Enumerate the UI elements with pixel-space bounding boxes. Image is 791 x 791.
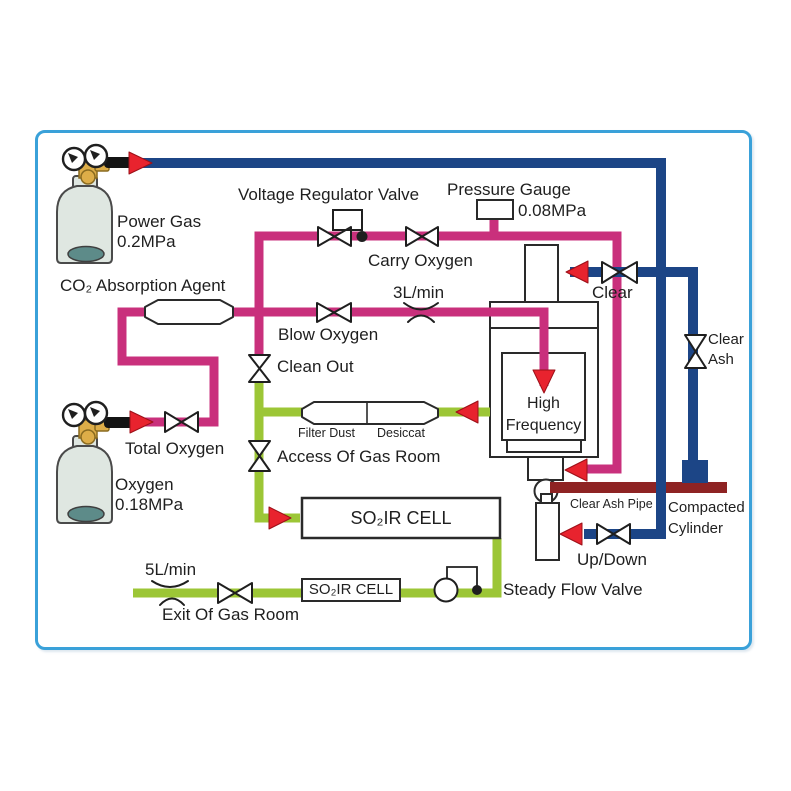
steady-flow-valve-icon bbox=[433, 566, 482, 603]
furnace-foot bbox=[506, 439, 582, 453]
flow-arrow-furnace-down-icon bbox=[532, 369, 556, 394]
label-compacted: Compacted bbox=[668, 499, 745, 516]
label-carry-oxygen: Carry Oxygen bbox=[368, 251, 473, 270]
label-high-frequency-1: High bbox=[527, 395, 560, 412]
label-flow-5l: 5L/min bbox=[145, 560, 197, 579]
voltage-regulator-valve-icon bbox=[317, 226, 352, 247]
regulator-knob bbox=[80, 169, 96, 185]
total-oxygen-valve-icon bbox=[164, 411, 199, 433]
label-clean-out: Clean Out bbox=[277, 357, 354, 376]
so2ir-cell-small-box bbox=[301, 578, 401, 602]
label-voltage-regulator-valve: Voltage Regulator Valve bbox=[238, 185, 420, 204]
furnace-bottom-port bbox=[527, 456, 564, 481]
clear-ash-valve-icon bbox=[684, 334, 707, 369]
flow-arrow-so2ir-icon bbox=[268, 506, 292, 530]
label-pressure-gauge: Pressure Gauge bbox=[447, 180, 571, 199]
label-high-frequency-2: Frequency bbox=[505, 417, 582, 434]
updown-cylinder-body bbox=[535, 502, 560, 561]
blow-oxygen-valve-icon bbox=[316, 302, 352, 323]
label-compacted-cylinder: Cylinder bbox=[668, 520, 724, 537]
clean-out-valve-icon bbox=[248, 354, 271, 383]
filter-desiccat-capsule bbox=[301, 401, 439, 425]
label-steady-flow-valve: Steady Flow Valve bbox=[503, 580, 643, 599]
pressure-gauge-box bbox=[476, 199, 514, 220]
pipe-carry-oxygen bbox=[254, 231, 622, 474]
diagram-border bbox=[35, 130, 752, 650]
co2-absorption-capsule bbox=[144, 299, 234, 325]
cylinder-base bbox=[67, 505, 105, 523]
flow-arrow-power-gas-icon bbox=[128, 151, 153, 175]
compacted-cylinder-block bbox=[682, 460, 708, 483]
updown-cylinder bbox=[535, 493, 560, 561]
so2ir-cell-main-box bbox=[300, 496, 502, 540]
power-gas-cylinder bbox=[56, 143, 135, 264]
pipe-exit-line bbox=[133, 538, 502, 598]
flow-arrow-filter-icon bbox=[455, 400, 479, 424]
cylinder-body bbox=[56, 185, 113, 264]
label-flow-3l: 3L/min bbox=[393, 283, 445, 302]
label-clear-valve: Clear bbox=[592, 283, 633, 302]
pressure-gauge-dial-icon bbox=[61, 400, 109, 428]
label-power-gas: Power Gas bbox=[117, 212, 202, 231]
label-clear-ash-2: Ash bbox=[708, 351, 734, 368]
oxygen-cylinder bbox=[56, 400, 135, 524]
label-desiccat: Desiccat bbox=[377, 426, 425, 440]
power-gas-piping bbox=[140, 158, 698, 539]
access-gas-room-valve-icon bbox=[248, 440, 271, 472]
cylinder-body bbox=[56, 445, 113, 524]
label-clear-ash-1: Clear bbox=[708, 331, 744, 348]
gas-hose bbox=[104, 157, 135, 168]
label-oxygen: Oxygen bbox=[115, 475, 174, 494]
label-pressure-gauge-value: 0.08MPa bbox=[518, 201, 587, 220]
clear-ash-pipe-line bbox=[550, 482, 727, 493]
label-exit-of-gas-room: Exit Of Gas Room bbox=[162, 605, 299, 624]
label-filter-dust: Filter Dust bbox=[298, 426, 355, 440]
cylinder-base bbox=[67, 245, 105, 263]
label-access-of-gas-room: Access Of Gas Room bbox=[277, 447, 441, 466]
gas-hose bbox=[104, 417, 135, 428]
label-total-oxygen: Total Oxygen bbox=[125, 439, 225, 458]
pressure-gauge-dial-icon bbox=[61, 143, 109, 172]
label-power-gas-pressure: 0.2MPa bbox=[117, 232, 176, 251]
regulator-knob bbox=[80, 429, 96, 445]
label-oxygen-pressure: 0.18MPa bbox=[115, 495, 184, 514]
clear-valve-icon bbox=[601, 261, 638, 284]
carry-oxygen-valve-icon bbox=[405, 226, 439, 247]
label-so2ir-cell-main: SO₂IR CELL bbox=[350, 508, 452, 528]
updown-cylinder-stem bbox=[540, 493, 553, 504]
label-so2ir-cell-small: SO₂IR CELL bbox=[308, 581, 394, 598]
label-clear-ash-pipe: Clear Ash Pipe bbox=[570, 497, 653, 511]
flow-indicator-3l-icon bbox=[403, 302, 439, 323]
label-co2-absorption-agent: CO₂ Absorption Agent bbox=[60, 276, 226, 295]
flow-arrow-oxygen-icon bbox=[129, 410, 154, 434]
flow-arrow-updown-icon bbox=[559, 522, 583, 546]
label-blow-oxygen: Blow Oxygen bbox=[278, 325, 379, 344]
flow-arrow-carry-return-icon bbox=[564, 458, 588, 482]
pipe-total-oxygen-loop bbox=[117, 307, 219, 427]
exit-valve-icon bbox=[217, 582, 253, 604]
flow-indicator-5l-icon bbox=[151, 580, 189, 606]
updown-valve-icon bbox=[596, 523, 631, 545]
label-up-down: Up/Down bbox=[577, 550, 647, 569]
voltage-regulator-actuator bbox=[332, 209, 368, 242]
flow-arrow-clear-icon bbox=[565, 260, 589, 284]
furnace-chimney bbox=[524, 244, 559, 303]
